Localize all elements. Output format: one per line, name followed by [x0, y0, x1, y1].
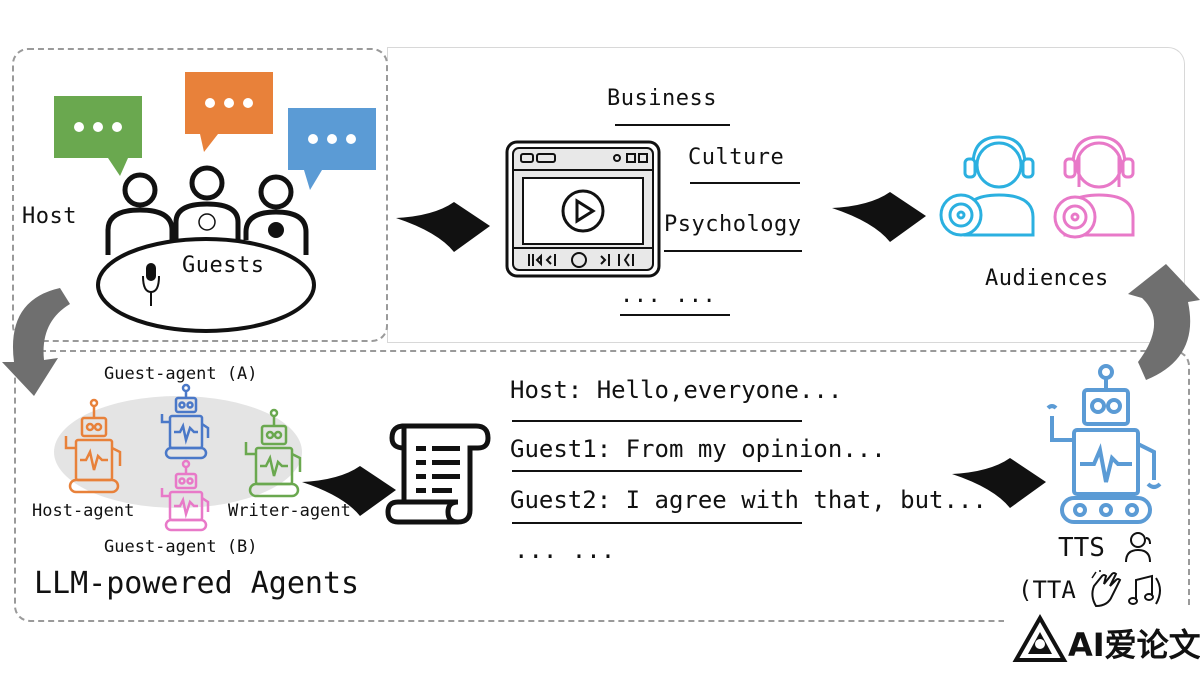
speaker-person-icon [1125, 532, 1151, 563]
brain-icon [268, 222, 284, 238]
audiences-icon [939, 135, 1135, 239]
script-line-guest1: Guest1: From my opinion... [510, 435, 886, 463]
guest-agent-b-label: Guest-agent (B) [104, 537, 258, 557]
topic-psychology: Psychology [664, 212, 802, 237]
table-icon [96, 237, 316, 333]
audiences-label: Audiences [985, 266, 1109, 291]
tts-label: TTS [1058, 533, 1105, 563]
guest-agent-a-robot-icon [160, 383, 210, 460]
listener-blue-icon [939, 135, 1035, 237]
arrow-right-icon [302, 466, 396, 516]
people-icon [105, 165, 309, 255]
writer-agent-label: Writer-agent [228, 501, 351, 521]
speech-bubble-green-icon [54, 96, 142, 176]
host-agent-robot-icon [64, 398, 122, 494]
arrow-right-icon [832, 192, 926, 242]
host-agent-label: Host-agent [32, 501, 135, 521]
topic-culture: Culture [688, 145, 785, 170]
agents-cluster [54, 383, 302, 532]
arrow-right-icon [396, 202, 490, 252]
guest-agent-a-label: Guest-agent (A) [104, 364, 258, 384]
listener-pink-icon [1053, 135, 1135, 239]
brain-icon [198, 213, 216, 231]
speech-bubble-orange-icon [185, 72, 273, 152]
curved-arrow-down-icon [2, 288, 70, 396]
script-scroll-icon [385, 423, 491, 525]
writer-agent-robot-icon [244, 408, 302, 498]
topic-business: Business [607, 86, 717, 111]
guests-label: Guests [182, 253, 265, 278]
curved-arrow-up-icon [1128, 264, 1200, 380]
microphone-icon [142, 263, 160, 306]
tta-label: (TTA [1018, 576, 1076, 604]
clapping-hands-icon [1091, 570, 1122, 608]
script-line-host: Host: Hello,everyone... [510, 376, 843, 404]
guest-agent-b-robot-icon [160, 459, 210, 532]
watermark-logo-icon [1012, 613, 1068, 662]
podcast-scene [54, 72, 376, 333]
host-label: Host [22, 204, 77, 229]
video-player-icon [505, 140, 661, 278]
arrow-right-icon [952, 458, 1046, 508]
watermark-text: AI爱论文 [1068, 626, 1200, 664]
section-title: LLM-powered Agents [34, 566, 360, 601]
music-notes-icon [1128, 574, 1161, 605]
speech-bubble-blue-icon [288, 108, 376, 190]
script-line-guest2: Guest2: I agree with that, but... [510, 486, 987, 514]
tts-robot-icon [1046, 364, 1162, 524]
topic-more: ... ... [620, 283, 717, 308]
script-line-more: ... ... [514, 536, 616, 564]
